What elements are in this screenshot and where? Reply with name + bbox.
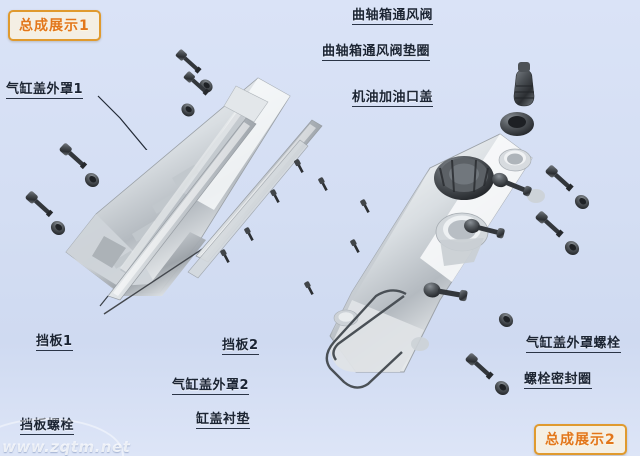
label-head-cover-bolt: 气缸盖外罩螺栓 [526, 332, 621, 353]
part-oil-filler-cap [434, 156, 494, 200]
oil-filler-neck [435, 212, 489, 266]
label-head-cover-gasket: 缸盖衬垫 [196, 408, 251, 429]
vent-port-collar [498, 148, 532, 172]
part-crankcase-vent-valve-gasket [500, 112, 534, 136]
label-cover-2: 气缸盖外罩2 [172, 374, 250, 395]
baffle-screw-group [220, 159, 370, 295]
label-crankcase-vent-valve: 曲轴箱通风阀 [352, 4, 434, 25]
part-baffle-plate-2-strip [187, 139, 309, 279]
label-cover-1: 气缸盖外罩1 [6, 78, 84, 99]
watermark-text: www.zqtm.net [2, 438, 131, 456]
part-crankcase-vent-valve [513, 62, 535, 107]
assembly-badge-1[interactable]: 总成展示1 [8, 10, 101, 41]
leader-cover-1 [97, 95, 148, 150]
label-oil-filler-cap: 机油加油口盖 [352, 86, 434, 107]
label-baffle-1: 挡板1 [36, 330, 73, 351]
part-baffle-plate-1 [99, 117, 257, 307]
label-crankcase-vent-valve-gasket: 曲轴箱通风阀垫圈 [322, 40, 431, 61]
bolt-group-left [25, 49, 213, 235]
bolt-group-right [423, 165, 590, 395]
part-head-cover-gasket [325, 289, 407, 389]
leader-lines [97, 95, 148, 150]
label-bolt-seal-ring: 螺栓密封圈 [524, 368, 592, 389]
assembly-badge-2[interactable]: 总成展示2 [534, 424, 627, 455]
label-baffle-2: 挡板2 [222, 334, 259, 355]
